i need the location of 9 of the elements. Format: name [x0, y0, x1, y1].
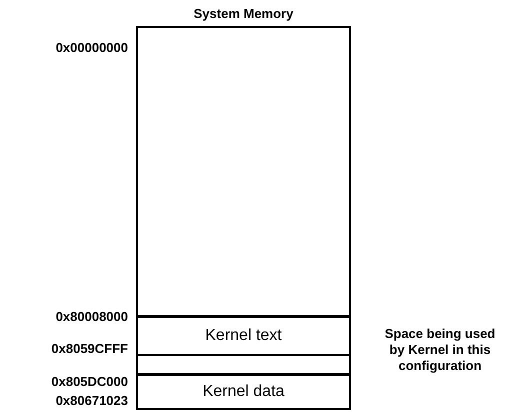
note-text: Space being used by Kernel in this configuration: [384, 326, 496, 374]
address-label: 0x805DC000: [51, 374, 128, 389]
address-label: 0x80671023: [56, 393, 128, 408]
region-label: Kernel data: [202, 383, 284, 401]
address-label: 0x8059CFFF: [51, 341, 128, 356]
region-label: Kernel text: [205, 327, 282, 345]
address-label: 0x80008000: [56, 309, 128, 324]
memory-title: System Memory: [194, 6, 294, 21]
address-label: 0x00000000: [56, 40, 128, 55]
